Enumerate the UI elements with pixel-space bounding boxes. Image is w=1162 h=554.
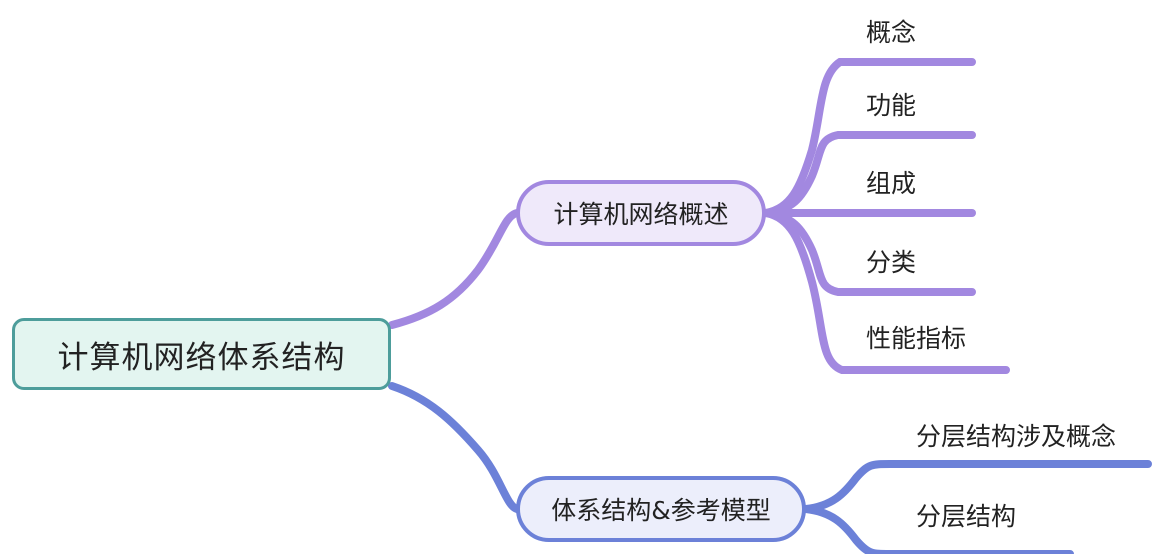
root-node[interactable]: 计算机网络体系结构 xyxy=(12,318,391,390)
leaf-fencengjiegou[interactable]: 分层结构 xyxy=(916,502,1017,531)
root-node-label: 计算机网络体系结构 xyxy=(57,339,346,376)
connector-root-to-architecture xyxy=(388,382,521,513)
leaf-zucheng[interactable]: 组成 xyxy=(866,169,917,198)
leaf-xingnengzhibiao[interactable]: 性能指标 xyxy=(866,324,967,353)
leaf-gongneng[interactable]: 功能 xyxy=(866,91,917,120)
connector-root-to-overview xyxy=(388,209,521,329)
leaf-fenlei[interactable]: 分类 xyxy=(866,248,917,277)
branch-node-architecture-label: 体系结构&参考模型 xyxy=(551,496,771,525)
branch-node-architecture[interactable]: 体系结构&参考模型 xyxy=(516,476,806,542)
branch-node-overview-label: 计算机网络概述 xyxy=(553,200,729,229)
leaf-gainian[interactable]: 概念 xyxy=(866,18,917,47)
leaf-fencengjiegou-shejigainian[interactable]: 分层结构涉及概念 xyxy=(916,422,1117,451)
branch-node-overview[interactable]: 计算机网络概述 xyxy=(516,180,766,246)
